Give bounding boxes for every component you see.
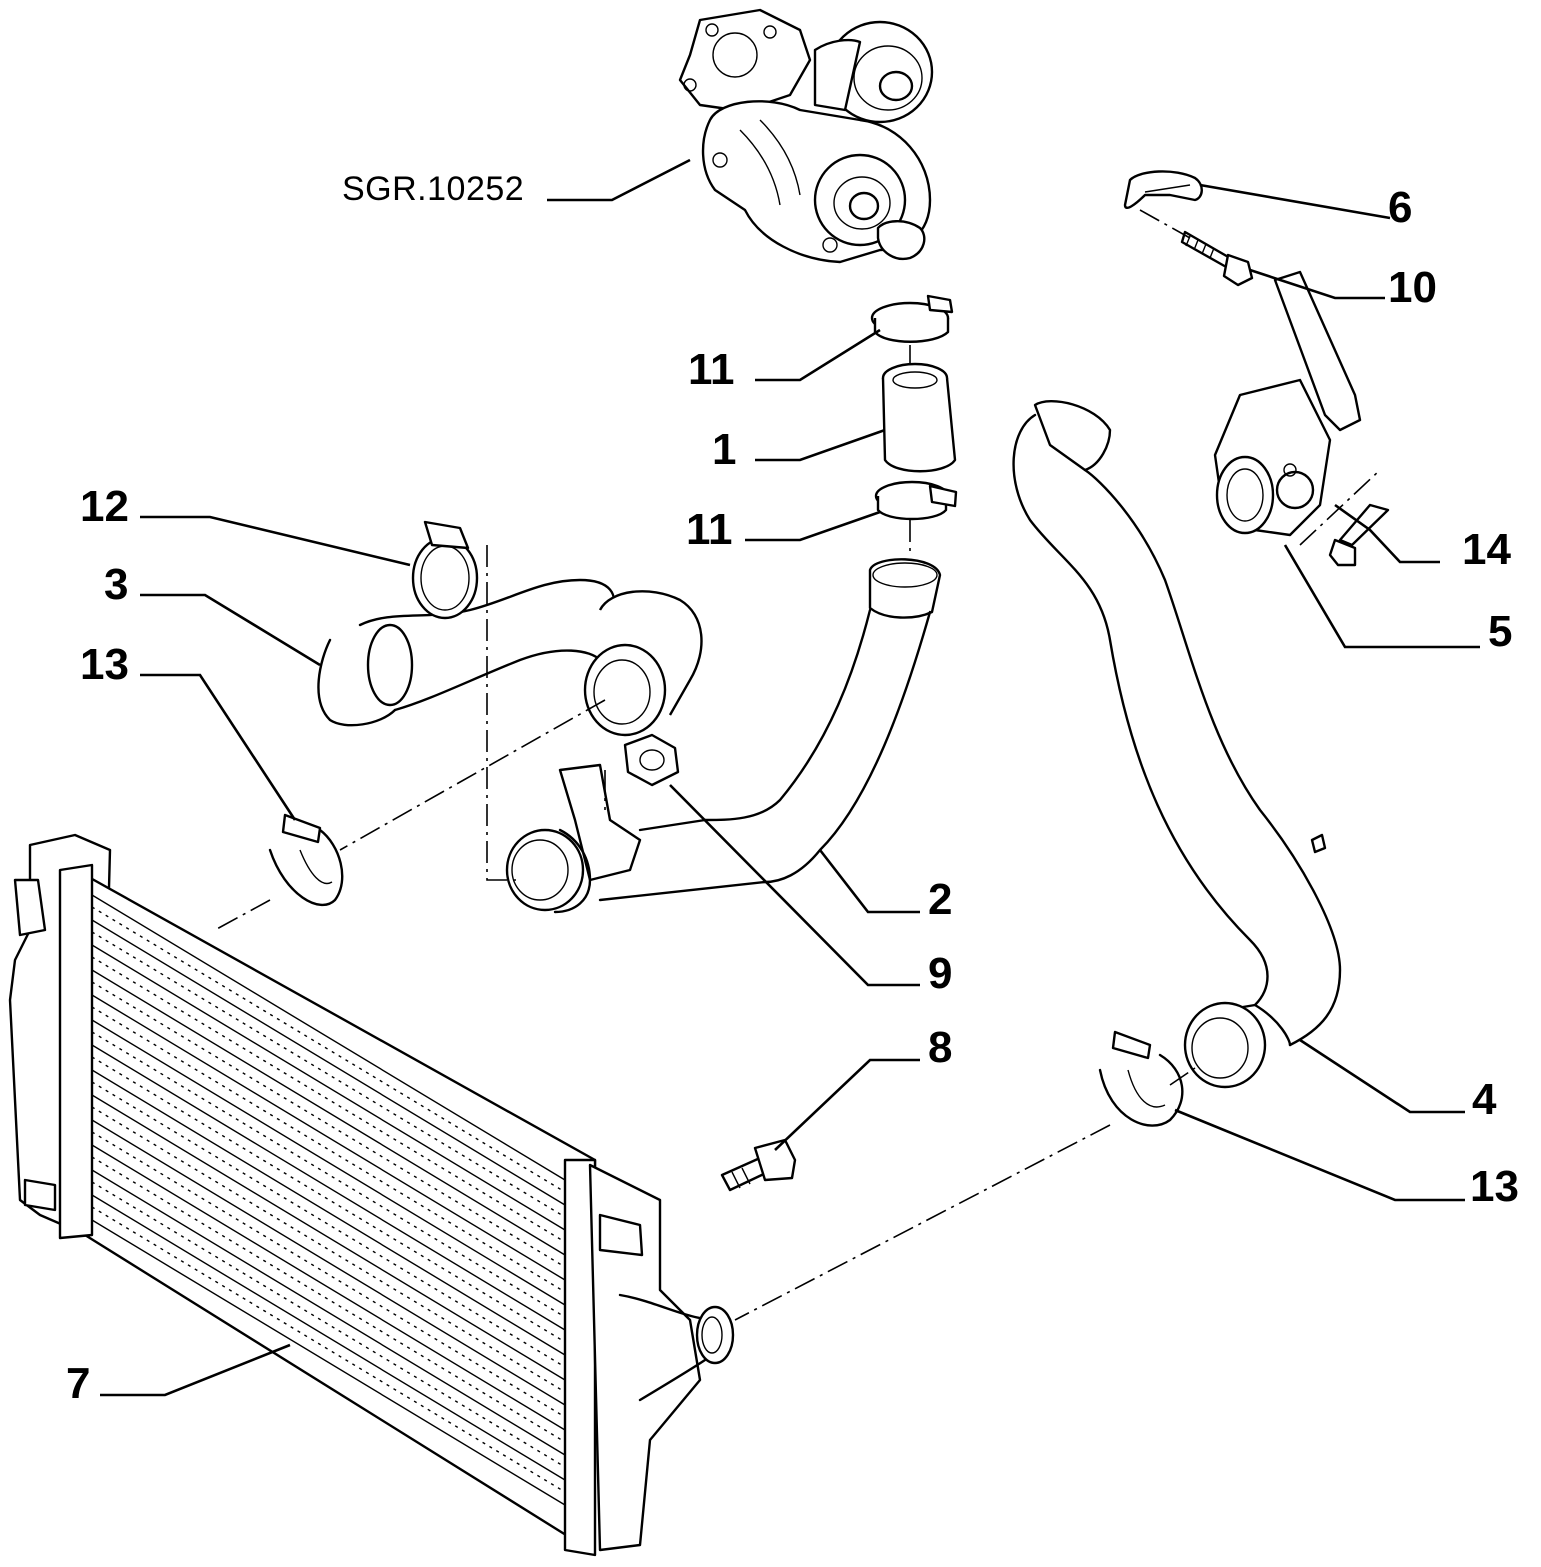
screw-part-10	[1180, 230, 1254, 287]
clamp-part-13-right	[1098, 1030, 1184, 1127]
callout-10: 10	[1388, 263, 1437, 312]
nut-part-9	[623, 733, 680, 787]
clamp-part-11-bottom	[874, 480, 958, 521]
intercooler-part-7	[8, 833, 735, 1557]
sleeve-part-1	[881, 362, 957, 473]
leader-lines	[100, 158, 1480, 1397]
callout-13-left: 13	[80, 640, 129, 689]
hose-part-2	[505, 558, 942, 914]
callout-2: 2	[928, 875, 953, 924]
reference-label-turbocharger: SGR.10252	[342, 170, 525, 208]
callout-12: 12	[80, 482, 129, 531]
clamp-part-13-left	[268, 813, 344, 906]
bolt-part-14	[1328, 503, 1390, 567]
clamp-part-11-top	[870, 294, 954, 343]
fitting-part-8	[720, 1138, 797, 1192]
hose-part-3	[317, 578, 703, 737]
callout-1: 1	[712, 425, 737, 474]
sensor-part-5	[1213, 270, 1362, 537]
callout-14: 14	[1462, 525, 1511, 574]
assembly-axis-6-10	[1139, 209, 1191, 239]
turbocharger-drawing	[678, 8, 934, 264]
callout-5: 5	[1488, 607, 1513, 656]
callout-11-top: 11	[688, 345, 735, 394]
callout-11-bottom: 11	[686, 505, 733, 554]
callout-4: 4	[1472, 1075, 1497, 1124]
callout-6: 6	[1388, 183, 1413, 232]
callout-8: 8	[928, 1023, 953, 1072]
clamp-part-12	[411, 520, 479, 620]
callout-13-right: 13	[1470, 1162, 1519, 1211]
callout-9: 9	[928, 949, 953, 998]
callout-3: 3	[104, 560, 129, 609]
clip-part-6	[1123, 170, 1203, 209]
hose-part-4	[1012, 400, 1342, 1089]
assembly-axes	[214, 345, 1381, 1321]
callout-7: 7	[66, 1359, 91, 1408]
